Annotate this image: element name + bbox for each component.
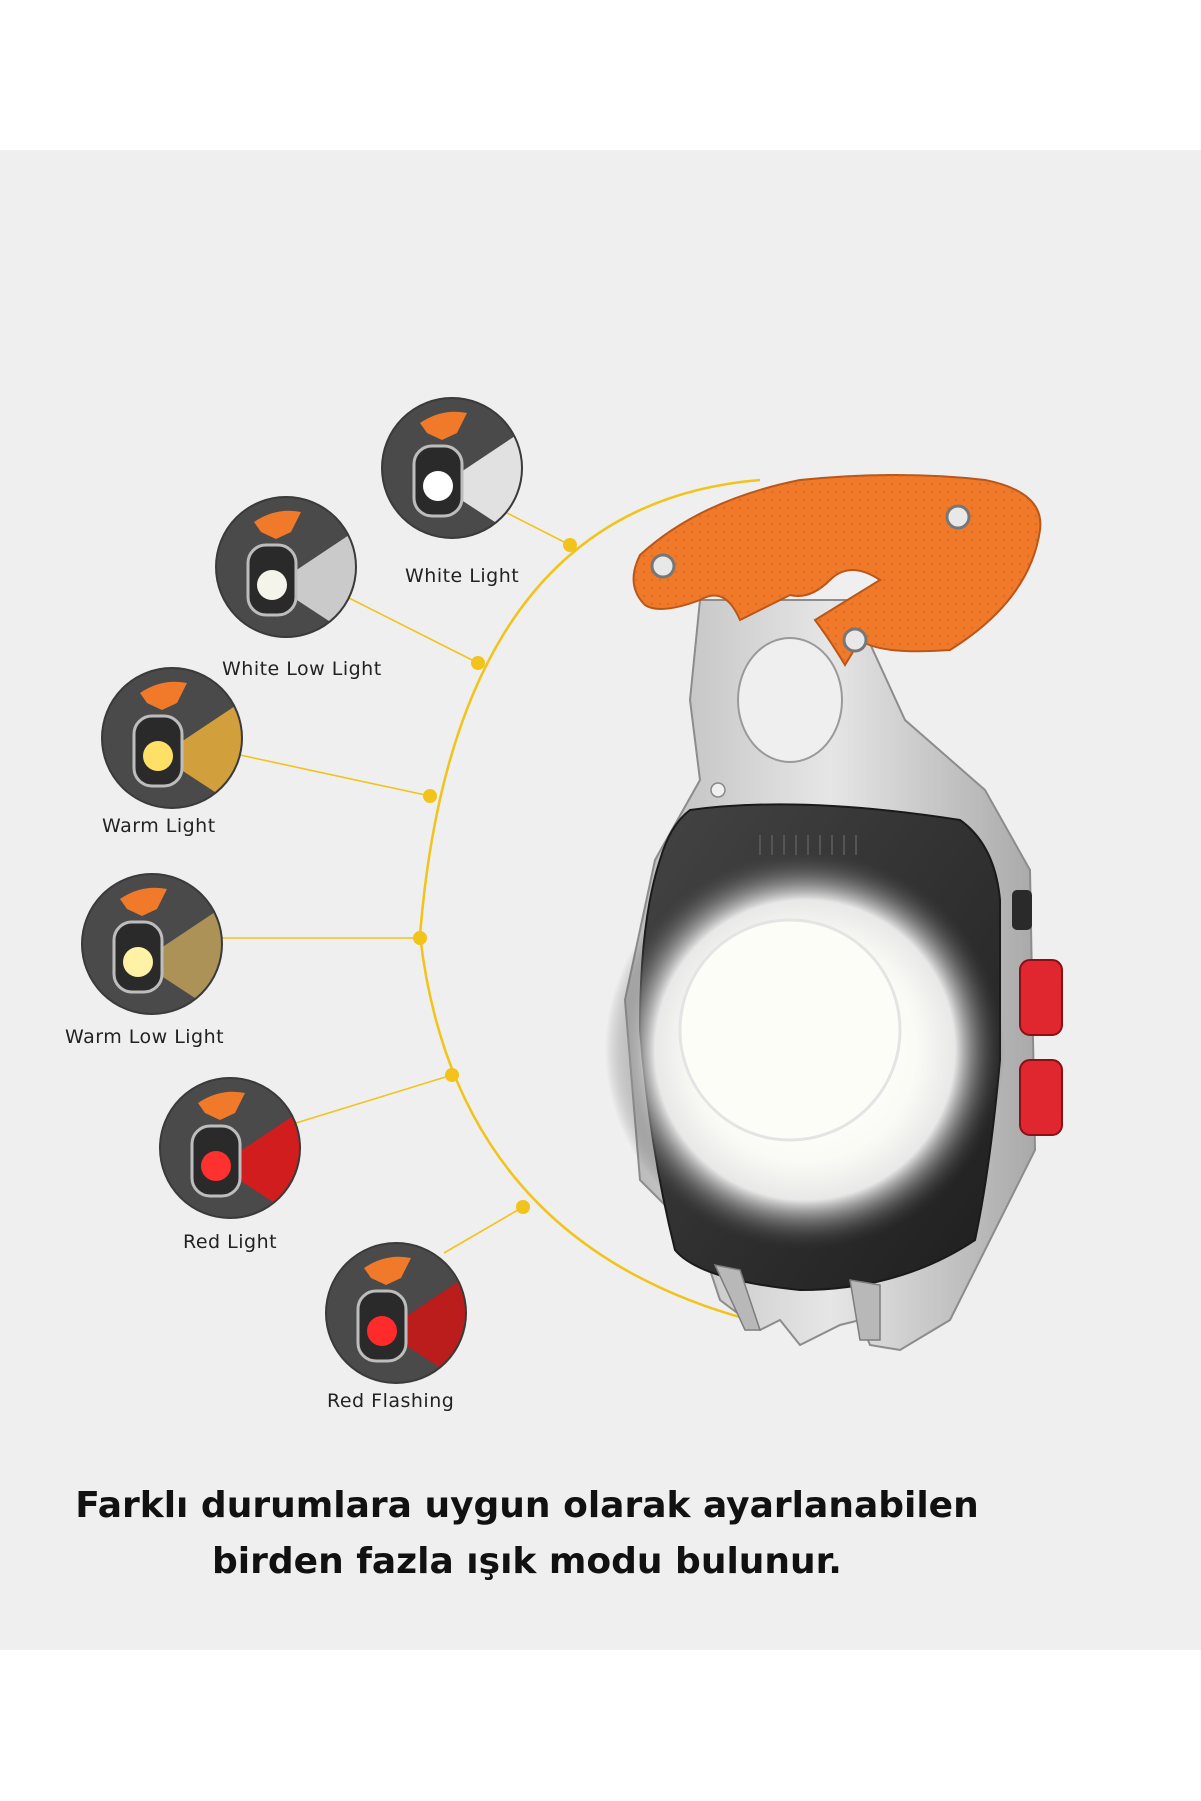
mini-grip [364, 1256, 411, 1285]
mode-label-warm-low-light: Warm Low Light [65, 1026, 225, 1048]
mini-led [367, 1316, 397, 1346]
mode-thumbnail [381, 397, 523, 539]
screw [650, 553, 676, 579]
mode-label-warm-light: Warm Light [102, 815, 216, 837]
connector-lines [222, 511, 571, 1254]
mode-label-white-light: White Light [405, 565, 520, 587]
mode-label-white-low-light: White Low Light [222, 658, 382, 680]
mini-grip [140, 681, 187, 710]
mode-label-red-light: Red Light [183, 1231, 278, 1253]
mode-label-red-flashing: Red Flashing [327, 1390, 455, 1412]
opener-cutout [737, 637, 843, 763]
mini-grip [420, 411, 467, 440]
mini-grip [198, 1091, 245, 1120]
power-button [1019, 959, 1063, 1036]
connector-dots [413, 538, 577, 1214]
caption-line-1: Farklı durumlara uygun olarak ayarlanabi… [75, 1485, 979, 1526]
caption-line-2: birden fazla ışık modu bulunur. [212, 1541, 842, 1582]
keychain-light [605, 474, 1063, 1352]
mini-led [423, 471, 453, 501]
cob-led [678, 918, 902, 1142]
mode-thumbnail [101, 667, 243, 809]
mode-button [1019, 1059, 1063, 1136]
caption: Farklı durumlara uygun olarak ayarlanabi… [0, 1478, 1054, 1590]
mini-led [201, 1151, 231, 1181]
mini-led [143, 741, 173, 771]
screw [842, 627, 868, 653]
mini-led [123, 947, 153, 977]
mini-led [257, 570, 287, 600]
mode-thumbnail [325, 1242, 467, 1384]
screw [945, 504, 971, 530]
mode-thumbnails [81, 397, 523, 1384]
mode-thumbnail [215, 496, 357, 638]
mini-grip [120, 887, 167, 916]
mode-thumbnail [81, 873, 223, 1015]
mode-thumbnail [159, 1077, 301, 1219]
mini-grip [254, 510, 301, 539]
